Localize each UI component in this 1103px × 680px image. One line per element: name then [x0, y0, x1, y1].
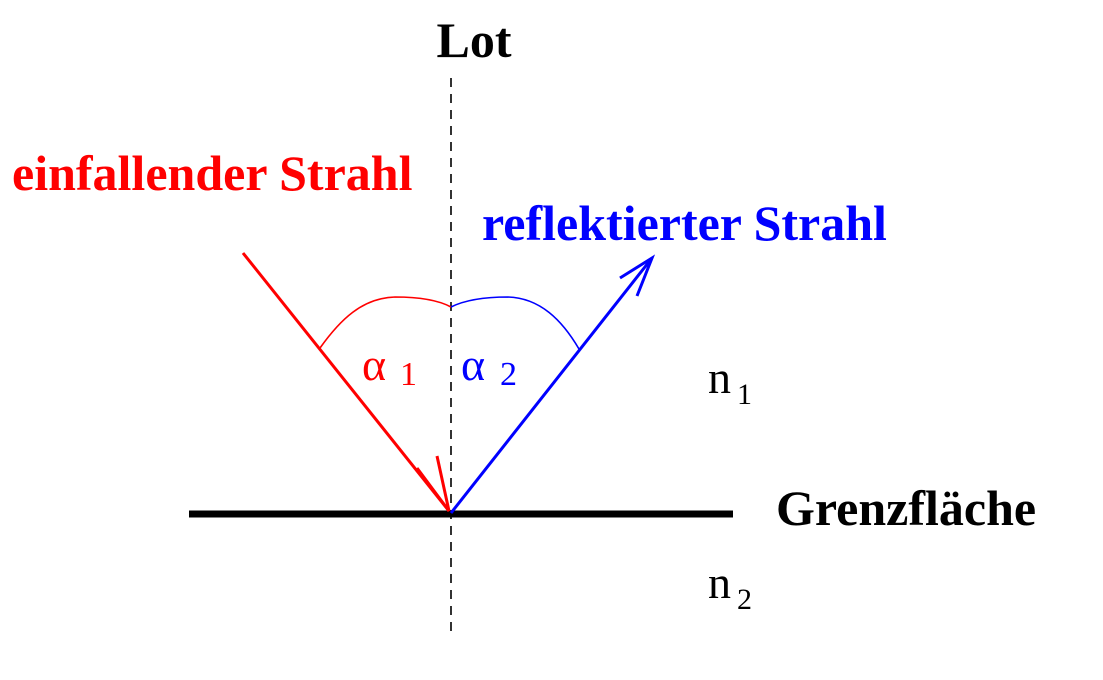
reflected-ray-label: reflektierter Strahl — [482, 195, 887, 251]
reflected-ray — [449, 257, 654, 514]
medium-upper-index: 1 — [737, 378, 752, 411]
medium-lower-symbol: n — [708, 557, 731, 608]
medium-upper-symbol: n — [708, 352, 731, 403]
angle-reflected-symbol: α — [461, 339, 485, 390]
incident-ray-label: einfallender Strahl — [12, 145, 413, 201]
incident-ray — [241, 252, 451, 512]
reflected-arrowhead — [619, 254, 656, 297]
interface-label: Grenzfläche — [776, 480, 1036, 536]
incident-angle-arc — [319, 296, 452, 349]
incident-arrowhead — [415, 455, 451, 512]
normal-label: Lot — [437, 12, 512, 68]
angle-reflected-index: 2 — [500, 356, 517, 393]
angle-incident-index: 1 — [400, 356, 417, 393]
medium-lower-index: 2 — [737, 583, 752, 616]
angle-incident-symbol: α — [362, 339, 386, 390]
reflected-angle-arc — [450, 296, 580, 350]
